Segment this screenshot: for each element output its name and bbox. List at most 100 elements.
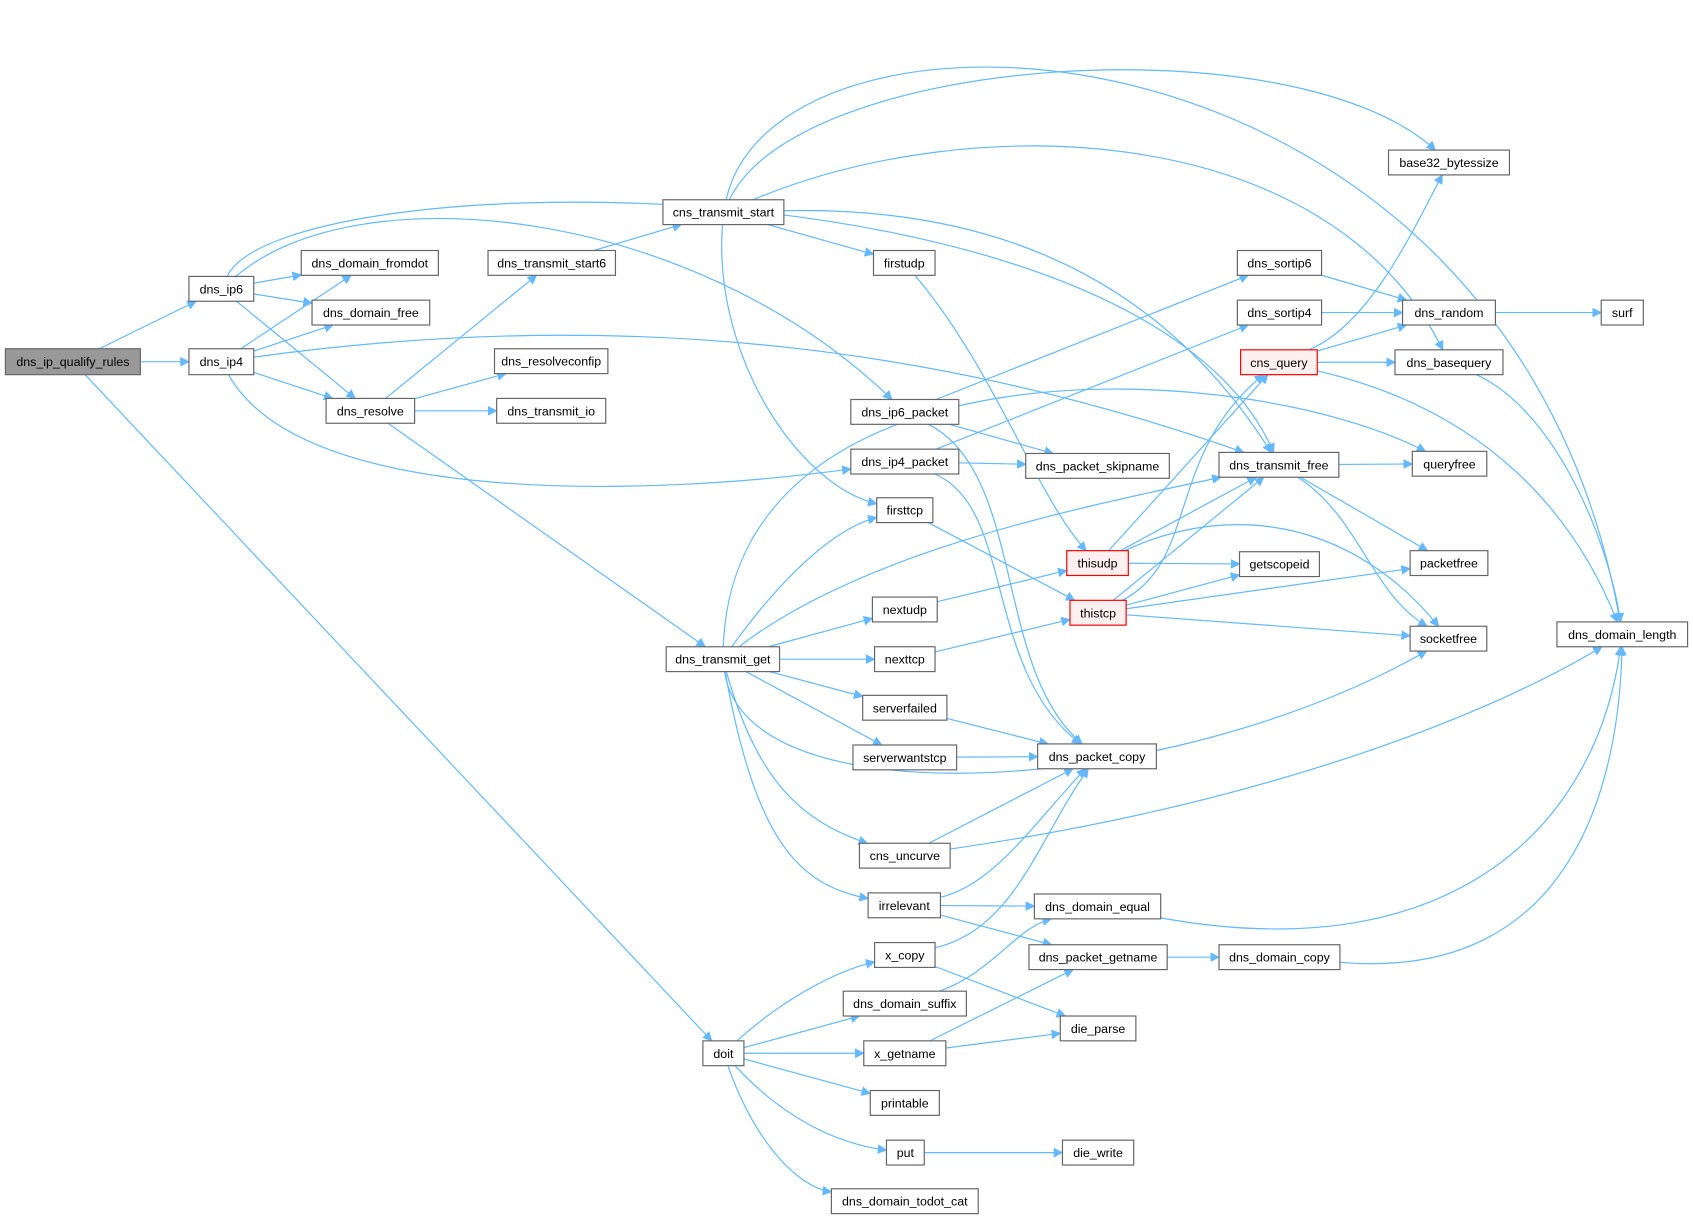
edge-cns-uncurve-to-dns-packet-copy [928,768,1074,844]
node-put[interactable]: put [885,1139,925,1166]
node-cns-uncurve[interactable]: cns_uncurve [858,842,951,869]
node-nextudp[interactable]: nextudp [871,596,938,623]
edge-dns-sortip6-to-dns-random [1321,274,1408,303]
node-dns-domain-todot-cat[interactable]: dns_domain_todot_cat [830,1188,979,1215]
node-dns-ip-qualify-rules[interactable]: dns_ip_qualify_rules [4,348,141,376]
node-label: dns_ip_qualify_rules [16,355,129,369]
edge-dns-transmit-get-to-irrelevant [724,671,870,902]
node-dns-domain-length[interactable]: dns_domain_length [1556,621,1689,648]
node-box [850,448,960,475]
node-dns-domain-fromdot[interactable]: dns_domain_fromdot [300,249,439,276]
edge-cns-query-to-dns-random [1317,322,1408,352]
node-die-parse[interactable]: die_parse [1059,1015,1137,1042]
node-x-copy[interactable]: x_copy [873,941,936,969]
node-dns-transmit-io[interactable]: dns_transmit_io [496,397,607,424]
node-die-write[interactable]: die_write [1061,1139,1135,1166]
node-box [873,941,936,969]
edge-doit-to-dns-domain-todot-cat [727,1065,833,1196]
node-label: x_getname [874,1047,935,1061]
node-dns-sortip6[interactable]: dns_sortip6 [1236,249,1323,276]
node-dns-packet-getname[interactable]: dns_packet_getname [1028,944,1168,971]
edge-dns-domain-copy-to-dns-domain-length [1339,645,1627,965]
node-box [1409,550,1489,577]
edge-dns-ip6-to-dns-ip6-packet [235,217,893,401]
node-cns-query[interactable]: cns_query [1240,349,1318,376]
node-irrelevant[interactable]: irrelevant [867,892,942,919]
node-dns-basequery[interactable]: dns_basequery [1394,349,1504,376]
node-queryfree[interactable]: queryfree [1411,450,1488,477]
edge-x-copy-to-die-parse [934,965,1067,1018]
node-packetfree[interactable]: packetfree [1409,550,1489,577]
node-dns-packet-skipname[interactable]: dns_packet_skipname [1025,452,1170,479]
node-x-getname[interactable]: x_getname [863,1040,947,1067]
node-label: firsttcp [887,504,924,518]
node-dns-domain-free[interactable]: dns_domain_free [311,299,431,326]
edge-dns-ip6-packet-to-dns-sortip6 [935,274,1250,401]
node-dns-sortip4[interactable]: dns_sortip4 [1236,299,1323,326]
node-label: dns_resolveconfip [501,355,601,369]
node-box [1033,893,1162,920]
edge-dns-transmit-get-to-cns-uncurve [725,671,869,846]
node-dns-domain-equal[interactable]: dns_domain_equal [1033,893,1162,920]
node-dns-transmit-start6[interactable]: dns_transmit_start6 [487,249,617,276]
node-serverwantstcp[interactable]: serverwantstcp [852,744,958,771]
node-dns-transmit-free[interactable]: dns_transmit_free [1218,451,1340,478]
node-dns-ip6-packet[interactable]: dns_ip6_packet [850,398,960,425]
node-cns-transmit-start[interactable]: cns_transmit_start [662,199,785,226]
node-surf[interactable]: surf [1600,299,1644,326]
edge-irrelevant-to-dns-packet-copy [940,768,1086,898]
node-firstudp[interactable]: firstudp [872,249,936,276]
node-box [876,497,934,524]
node-firsttcp[interactable]: firsttcp [876,497,934,524]
node-label: dns_sortip4 [1247,306,1311,320]
node-serverfailed[interactable]: serverfailed [862,694,948,721]
node-dns-resolve[interactable]: dns_resolve [325,397,416,424]
node-box [871,596,938,623]
node-socketfree[interactable]: socketfree [1409,625,1488,652]
node-thisudp[interactable]: thisudp [1066,550,1129,577]
edge-dns-ip-qualify-rules-to-dns-ip6 [99,300,197,350]
node-label: serverfailed [873,701,937,715]
node-nexttcp[interactable]: nexttcp [873,646,936,673]
node-dns-packet-copy[interactable]: dns_packet_copy [1037,743,1157,770]
edge-firsttcp-to-thistcp [927,522,1076,601]
node-label: dns_packet_getname [1039,951,1158,965]
node-dns-ip4[interactable]: dns_ip4 [188,348,255,376]
node-label: base32_bytessize [1399,156,1498,170]
edge-dns-transmit-start6-to-cns-transmit-start [593,222,683,252]
node-box [830,1188,979,1215]
node-doit[interactable]: doit [702,1040,745,1067]
node-box [885,1139,925,1166]
node-dns-ip6[interactable]: dns_ip6 [188,275,255,302]
edge-cns-query-to-dns-domain-length [1317,370,1619,623]
nodes-layer: dns_ip_qualify_rules dns_ip6 dns_ip4 dns_do… [4,149,1689,1215]
node-thistcp[interactable]: thistcp [1069,599,1127,626]
node-label: put [897,1146,915,1160]
node-box [1409,625,1488,652]
node-dns-transmit-get[interactable]: dns_transmit_get [665,646,781,673]
node-label: irrelevant [879,899,931,913]
node-dns-resolveconfip[interactable]: dns_resolveconfip [493,348,609,375]
node-dns-random[interactable]: dns_random [1401,299,1497,326]
node-printable[interactable]: printable [869,1089,940,1116]
edge-dns-ip6-packet-to-dns-packet-skipname [948,423,1055,456]
edge-dns-ip4-packet-to-dns-packet-skipname [958,459,1027,469]
node-box [869,1089,940,1116]
node-dns-ip4-packet[interactable]: dns_ip4_packet [850,448,960,475]
node-base32-bytessize[interactable]: base32_bytessize [1387,149,1511,176]
node-getscopeid[interactable]: getscopeid [1238,551,1321,578]
node-label: dns_ip4 [200,355,244,369]
edge-dns-transmit-get-to-serverwantstcp [745,671,883,746]
node-dns-domain-suffix[interactable]: dns_domain_suffix [842,990,967,1017]
node-label: dns_basequery [1407,356,1493,370]
node-label: serverwantstcp [863,751,947,765]
node-label: surf [1612,306,1633,320]
node-label: socketfree [1420,632,1477,646]
node-label: dns_packet_skipname [1036,459,1160,473]
node-dns-domain-copy[interactable]: dns_domain_copy [1218,944,1341,971]
edge-irrelevant-to-dns-domain-equal [940,901,1036,911]
node-box [867,892,942,919]
edge-thisudp-to-dns-transmit-free [1120,476,1257,552]
node-box [1238,551,1321,578]
node-label: die_write [1073,1146,1123,1160]
